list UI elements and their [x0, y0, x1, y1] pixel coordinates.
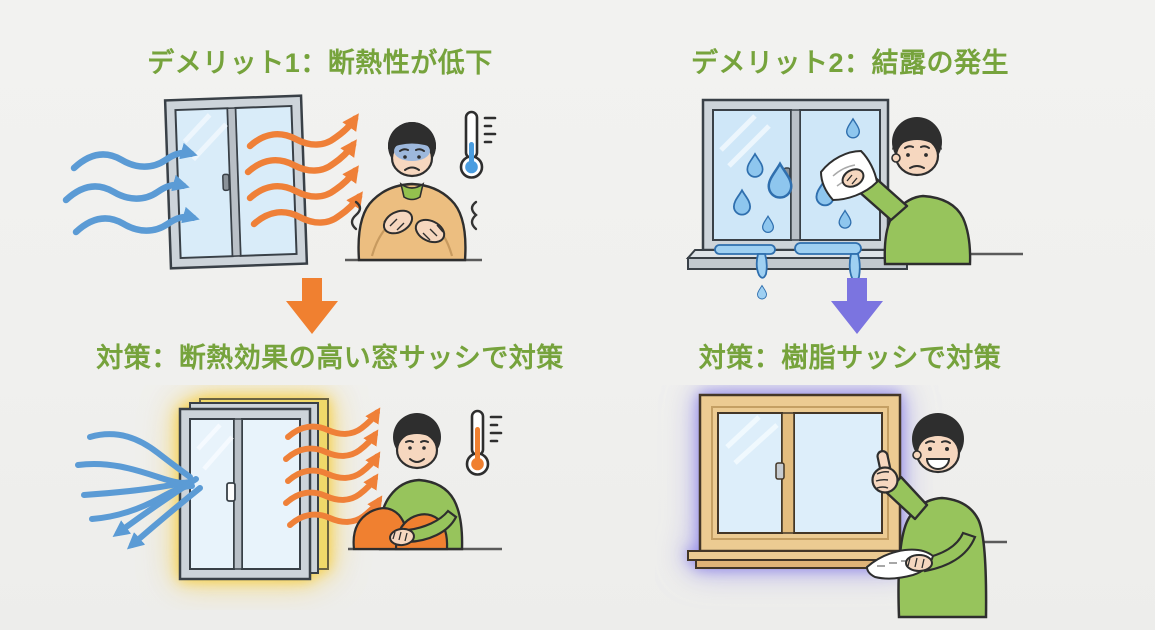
solution2-title: 対策：樹脂サッシで対策 [698, 343, 1002, 373]
cold-air-arrows-icon [62, 142, 200, 236]
thermometer-cold-icon [459, 110, 497, 179]
insulated-window-illustration [75, 398, 503, 581]
condensation-illustration [685, 98, 1023, 307]
heat-loss-illustration [62, 94, 497, 270]
thumbs-up-person [865, 413, 1007, 619]
wiping-person [819, 117, 1023, 266]
shivering-person [345, 122, 482, 262]
thermometer-warm-icon [465, 409, 503, 476]
solution1-title: 対策：断熱効果の高い窓サッシで対策 [96, 343, 564, 373]
down-arrow-right-icon [831, 278, 883, 339]
smile [925, 458, 951, 470]
demerit1-title: デメリット1：断熱性が低下 [147, 48, 493, 78]
resin-window [687, 393, 913, 569]
resin-window-illustration [687, 393, 1007, 619]
warm-air-kept-arrows-icon [283, 407, 383, 528]
down-arrow-left-icon [286, 278, 338, 339]
condensation-droplets-icon [732, 117, 861, 233]
cold-window [163, 94, 309, 270]
cozy-person [348, 413, 502, 551]
demerit2-title: デメリット2：結露の発生 [690, 48, 1009, 78]
cold-air-blocked-arrows-icon [75, 431, 203, 550]
heat-escape-arrows-icon [244, 113, 363, 228]
